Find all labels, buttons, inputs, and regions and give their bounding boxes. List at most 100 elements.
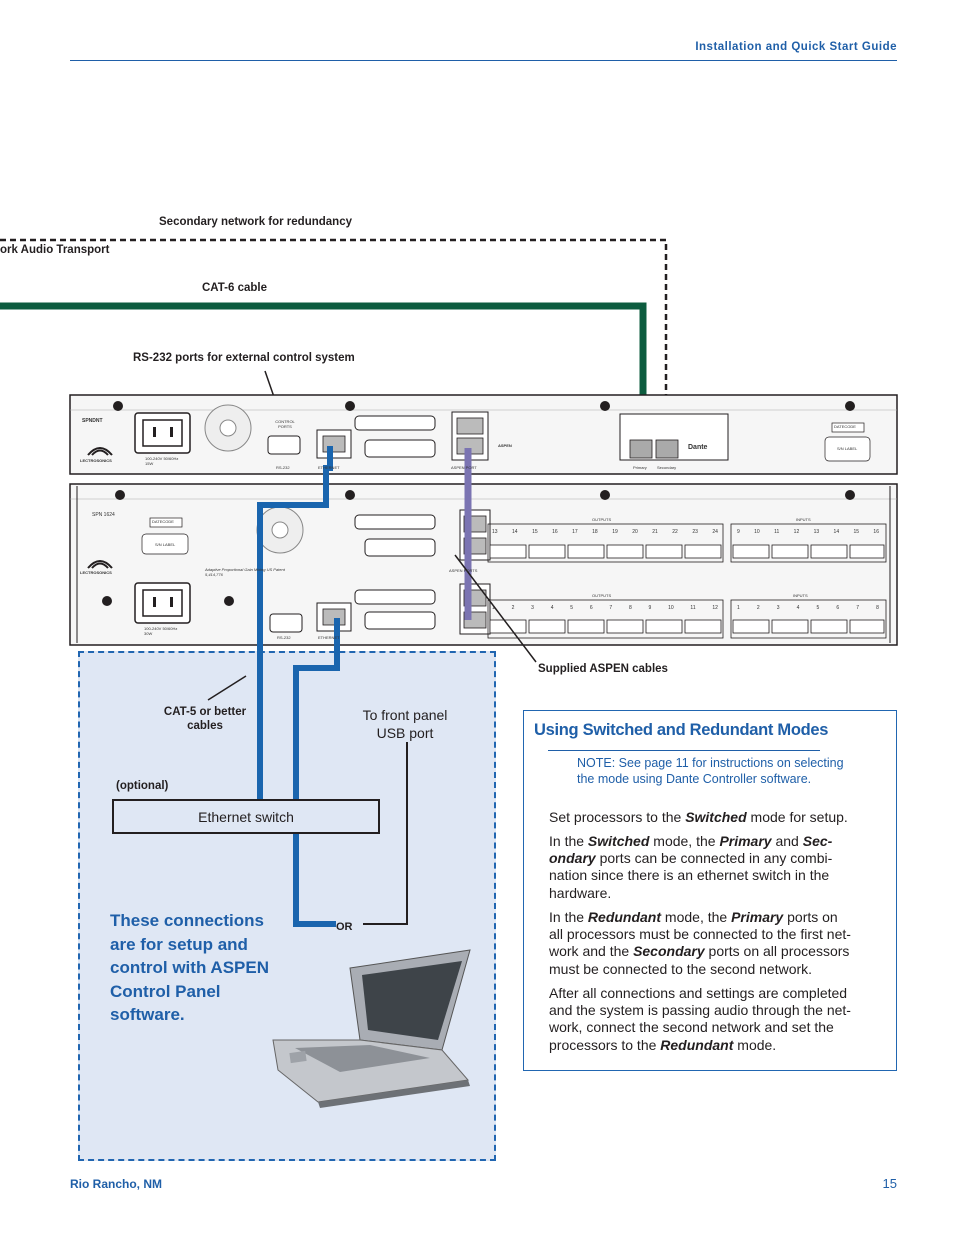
spn1624-aspen-ports: ASPEN PORTS: [449, 568, 478, 573]
output-channel-number: 21: [652, 529, 658, 535]
input-channel-number: 9: [737, 529, 740, 535]
primary-port-label: Primary: [633, 465, 647, 470]
inputs-top-label: INPUTS: [796, 517, 811, 522]
spn1624-brand: LECTROSONICS: [80, 570, 112, 575]
secondary-network-label: Secondary network for redundancy: [159, 216, 352, 228]
header-rule: [70, 60, 897, 61]
input-channel-number: 7: [856, 605, 860, 611]
inputs-bottom-channels: 1 2 3 4 5 6 7 8: [737, 605, 879, 611]
para-redundant-mode: In the Redundant mode, the Primary ports…: [549, 909, 851, 977]
output-channel-number: 23: [692, 529, 698, 535]
input-channel-number: 10: [754, 529, 760, 535]
output-channel-number: 14: [512, 529, 518, 535]
output-channel-number: 8: [628, 605, 632, 611]
spndnt-device: [69, 394, 898, 475]
aspen-pointer: [454, 554, 537, 663]
input-channel-number: 16: [873, 529, 879, 535]
modes-info-box: [523, 710, 897, 1071]
output-channel-number: 12: [712, 605, 718, 611]
input-channel-number: 14: [833, 529, 840, 535]
footer-location: Rio Rancho, NM: [70, 1177, 162, 1191]
input-channel-number: 6: [836, 605, 840, 611]
or-label: OR: [336, 921, 353, 933]
cat5-cable-bottom: [293, 618, 340, 799]
spndnt-sn-label: S/N LABEL: [837, 446, 858, 451]
ethernet-switch: Ethernet switch: [112, 799, 380, 834]
spn1624-datecode: DATECODE: [152, 519, 174, 524]
input-channel-number: 11: [774, 529, 780, 535]
input-channel-number: 13: [813, 529, 820, 535]
output-channel-number: 11: [690, 605, 696, 611]
output-channel-number: 13: [492, 529, 498, 535]
spndnt-brand: LECTROSONICS: [80, 458, 112, 463]
output-channel-number: 10: [668, 605, 674, 611]
input-channel-number: 1: [737, 605, 740, 611]
para-switched-setup: Set processors to the Switched mode for …: [549, 809, 848, 825]
page-number: 15: [882, 1176, 897, 1191]
cat5-cable-top: [257, 446, 333, 799]
input-channel-number: 4: [796, 605, 800, 611]
spndnt-power: 100-240V 50/60Hz 15W: [145, 456, 179, 466]
usb-label: To front panel USB port: [362, 707, 448, 741]
secondary-network-line: [0, 238, 668, 420]
output-channel-number: 16: [552, 529, 558, 535]
inputs-bottom-label: INPUTS: [793, 593, 808, 598]
rs232-label: RS-232 ports for external control system: [133, 352, 355, 364]
network-audio-label: ork Audio Transport: [0, 244, 110, 256]
spn1624-rs232: RS-232: [277, 635, 291, 640]
input-channel-number: 2: [756, 605, 760, 611]
terminal-strips: [489, 544, 885, 634]
outputs-bottom-label: OUTPUTS: [592, 593, 612, 598]
modes-box-rule: [548, 750, 820, 751]
spn1624-sn-label: S/N LABEL: [155, 542, 176, 547]
output-channel-number: 1: [492, 605, 495, 611]
input-channel-number: 8: [876, 605, 879, 611]
output-channel-number: 2: [511, 605, 515, 611]
outputs-top-label: OUTPUTS: [592, 517, 612, 522]
para-switched-mode: In the Switched mode, the Primary and Se…: [549, 833, 833, 901]
output-channel-number: 19: [612, 529, 618, 535]
output-channel-number: 4: [550, 605, 554, 611]
spndnt-model: SPNDNT: [82, 418, 103, 424]
cat6-label: CAT-6 cable: [202, 282, 267, 294]
secondary-port-label: Secondary: [657, 465, 677, 470]
cat5-pointer: [207, 675, 247, 701]
para-after-connections: After all connections and settings are c…: [549, 985, 851, 1053]
input-channel-number: 12: [793, 529, 800, 535]
output-channel-number: 7: [609, 605, 613, 611]
laptop-image: [272, 949, 471, 1108]
output-channel-number: 9: [648, 605, 652, 611]
output-channel-number: 18: [592, 529, 598, 535]
connections-note: These connections are for setup and cont…: [110, 911, 269, 1024]
inputs-top-channels: 9 10 11 12 13 14 15 16: [737, 529, 879, 535]
aspen-cables-label: Supplied ASPEN cables: [538, 663, 668, 675]
output-channel-number: 3: [531, 605, 534, 611]
output-channel-number: 15: [532, 529, 538, 535]
spn1624-ethernet: ETHERNET: [318, 635, 340, 640]
input-channel-number: 15: [853, 529, 860, 535]
input-channel-number: 5: [816, 605, 820, 611]
modes-box-title: Using Switched and Redundant Modes: [534, 721, 829, 739]
spn1624-power: 100-240V 50/60Hz 30W: [144, 626, 178, 636]
spndnt-datecode: DATECODE: [834, 424, 856, 429]
spn1624-patent: Adaptive Proportional Gain Mixing US Pat…: [205, 567, 285, 577]
cable-to-laptop: [293, 834, 345, 927]
spndnt-rs232: RS-232: [276, 465, 290, 470]
dante-logo: Dante: [688, 444, 708, 451]
output-channel-number: 5: [570, 605, 574, 611]
usb-line: [363, 742, 408, 925]
output-channel-number: 20: [632, 529, 638, 535]
output-channel-number: 22: [672, 529, 678, 535]
input-channel-number: 3: [776, 605, 780, 611]
spn1624-model: SPN 1624: [92, 512, 115, 518]
spndnt-ethernet: ETHERNET: [318, 465, 340, 470]
spndnt-control-ports: CONTROL PORTS: [275, 419, 295, 429]
modes-note: NOTE: See page 11 for instructions on se…: [577, 756, 844, 786]
output-channel-number: 24: [712, 529, 718, 535]
spn1624-device: [69, 483, 898, 646]
optional-label: (optional): [116, 780, 169, 792]
aspen-logo: ASPEN: [498, 443, 512, 448]
